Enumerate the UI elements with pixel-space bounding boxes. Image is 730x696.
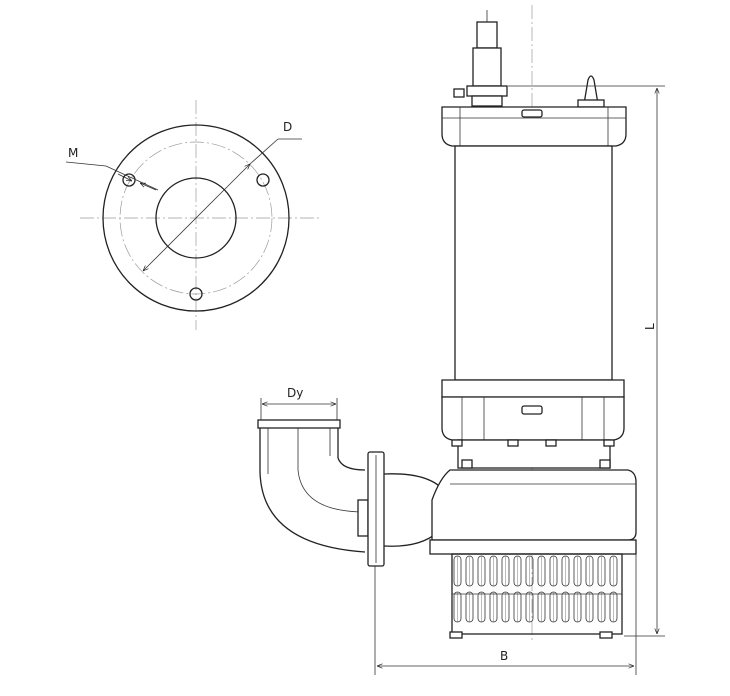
flange-bolt (521, 405, 543, 415)
middle-flange-top (441, 379, 625, 398)
discharge-elbow: Dy (257, 386, 446, 567)
d-dimension-line (143, 164, 250, 271)
cover-bolt (521, 109, 543, 118)
gland-base (471, 95, 503, 107)
bolt-hole (256, 173, 270, 187)
seal-section (457, 439, 611, 469)
m-leader-line (105, 165, 159, 191)
flange-diameter-label: D (283, 120, 292, 134)
elbow-outer-curve (259, 471, 366, 553)
cable (476, 21, 498, 49)
elbow-socket-wall (259, 428, 339, 472)
lifting-handle (577, 75, 605, 108)
elbow-inner-curve (337, 457, 366, 471)
m-arrow (140, 182, 157, 191)
strainer-foot (449, 631, 463, 639)
d-leader-line (249, 138, 279, 165)
cable-sleeve (472, 47, 502, 87)
dimension-lines: L B (374, 85, 665, 675)
elbow-socket-inner (267, 428, 331, 474)
overall-length-label: L (643, 323, 657, 330)
overall-width-label: B (500, 649, 508, 663)
pump-casing (431, 469, 637, 541)
flange-plan-view: M D (65, 100, 320, 330)
casing-base (429, 539, 637, 555)
bolt-head (545, 439, 557, 447)
elbow-socket-rim (257, 419, 341, 429)
top-cover (441, 106, 627, 147)
handle-base (577, 99, 605, 108)
bolt-head (599, 459, 611, 469)
bolt-hole (189, 287, 203, 301)
flange-outer-circle (102, 124, 290, 312)
elbow-centerline (297, 428, 366, 513)
m-leader-line (65, 161, 107, 167)
elbow-flange-neck (357, 499, 369, 537)
bolt-head (451, 439, 463, 447)
gland-screw (453, 88, 465, 98)
bolt-head (461, 459, 473, 469)
bolt-head (507, 439, 519, 447)
bolt-circle (119, 141, 273, 295)
bolt-hole-label: M (68, 146, 78, 160)
cable-gland (453, 10, 508, 107)
m-arrow (117, 173, 132, 181)
strainer-foot (599, 631, 613, 639)
bolt-head (603, 439, 615, 447)
motor-housing (454, 145, 613, 381)
pump-body (429, 5, 637, 640)
middle-flange-bottom (441, 396, 625, 441)
outlet-diameter-label: Dy (287, 386, 303, 400)
bolt-hole (122, 173, 136, 187)
gland-nut (466, 85, 508, 97)
handle-loop (583, 75, 599, 105)
